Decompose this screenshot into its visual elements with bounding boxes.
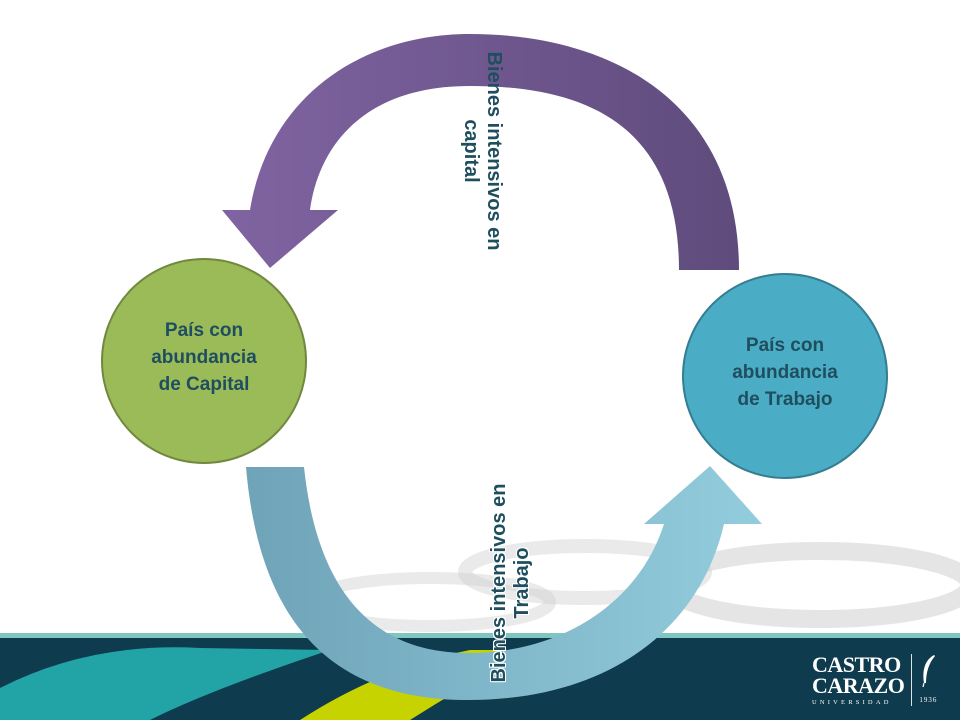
arrow-bottom-label-line: Bienes intensivos en: [488, 483, 510, 683]
node-capital-line: abundancia: [151, 346, 257, 368]
node-capital-line: País con: [164, 320, 244, 341]
arrow-bottom-label-line: Trabajo: [511, 547, 533, 619]
arrow-bottom: [246, 466, 762, 700]
node-trabajo-line: de Trabajo: [737, 388, 833, 410]
university-logo: CASTRO CARAZO UNIVERSIDAD 1936: [812, 654, 952, 710]
arrow-top-label-line: Bienes intensivos en: [483, 51, 505, 251]
logo-year: 1936: [919, 696, 938, 704]
arrow-bottom-label: Bienes intensivos en Trabajo: [488, 478, 534, 688]
arrow-top-label: Bienes intensivos en capital: [459, 41, 505, 261]
node-trabajo-line: abundancia: [732, 361, 838, 383]
node-trabajo-circle: [682, 273, 888, 479]
logo-subtitle: UNIVERSIDAD: [812, 699, 892, 706]
arrow-top-label-line: capital: [460, 119, 482, 183]
node-capital-line: de Capital: [158, 373, 250, 395]
logo-divider: [911, 654, 913, 706]
arrow-top: [222, 34, 739, 270]
quill-pen-icon: [922, 655, 936, 688]
logo-line-2: CARAZO: [812, 673, 905, 698]
logo-emblem: 1936: [919, 654, 937, 704]
logo-wordmark: CASTRO CARAZO UNIVERSIDAD: [812, 652, 905, 707]
logo-line-1: CASTRO: [812, 652, 901, 677]
node-trabajo-line: País con: [745, 335, 825, 356]
node-capital-label: País con abundancia de Capital: [122, 318, 286, 399]
node-trabajo-label: País con abundancia de Trabajo: [703, 333, 867, 414]
node-capital-circle: [101, 258, 307, 464]
